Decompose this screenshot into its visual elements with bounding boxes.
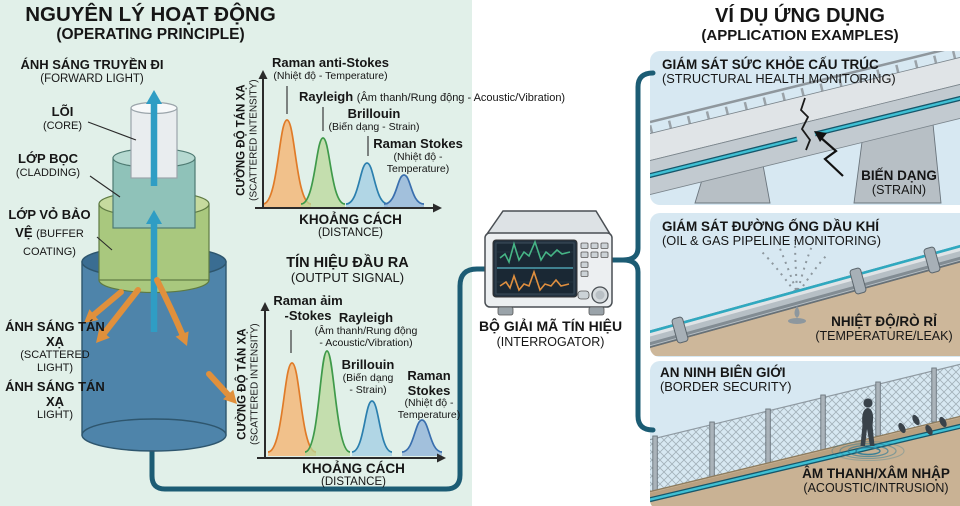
- forward-light-arrow: [146, 90, 162, 332]
- output-raman-stokes-label: Raman Stokes (Nhiệt độ - Temperature): [397, 368, 461, 422]
- intruder-silhouette: [860, 398, 875, 446]
- pipeline-monitoring-title: GIÁM SÁT ĐƯỜNG ỐNG DẦU KHÍ (OIL & GAS PI…: [662, 219, 882, 249]
- output-signal-title: TÍN HIỆU ĐẦU RA (OUTPUT SIGNAL): [286, 255, 409, 286]
- core-label: LÕI (CORE): [42, 104, 83, 132]
- forward-light-label: ÁNH SÁNG TRUYỀN ĐI (FORWARD LIGHT): [20, 57, 164, 85]
- applications-title: VÍ DỤ ỨNG DỤNG (APPLICATION EXAMPLES): [701, 5, 899, 44]
- backscatter-y-axis-label: CƯỜNG ĐỘ TÁN XẠ (SCATTERED INTENSITY): [235, 79, 260, 201]
- output-rayleigh-label: Rayleigh (Âm thanh/Rung động - Acoustic/…: [314, 310, 418, 349]
- raman-stokes-label: Raman Stokes (Nhiệt độ - Temperature): [373, 136, 463, 175]
- device-knob-center: [595, 290, 605, 300]
- pipeline-illustration: [650, 239, 960, 356]
- scattered-light-arrows: [84, 277, 237, 404]
- scattered-light-label-1: ÁNH SÁNG TÁN XẠ (SCATTERED LIGHT): [5, 319, 105, 374]
- device-buttons: [577, 242, 609, 300]
- border-security-title: AN NINH BIÊN GIỚI (BORDER SECURITY): [660, 365, 792, 395]
- raman-anti-stokes-label: Raman anti-Stokes (Nhiệt độ - Temperatur…: [271, 55, 390, 82]
- brillouin-label: Brillouin (Biến dạng - Strain): [328, 106, 420, 133]
- pipe-collars: [671, 246, 941, 344]
- screen-waveforms: [497, 239, 573, 292]
- acoustic-intrusion-tag: ÂM THANH/XÂM NHẬP (ACOUSTIC/INTRUSION): [802, 466, 950, 496]
- backscatter-x-axis-label: KHOẢNG CÁCH (DISTANCE): [299, 212, 402, 240]
- output-raman-anti-label: Raman ảim -Stokes: [273, 293, 343, 323]
- output-brillouin-label: Brillouin (Biến dạng - Strain): [341, 357, 395, 396]
- bridge-illustration: [650, 51, 960, 204]
- footprints: [898, 414, 947, 436]
- rayleigh-label: Rayleigh (Âm thanh/Rung động - Acoustic/…: [299, 89, 566, 104]
- layer-pointer-lines: [87, 121, 137, 251]
- temperature-leak-tag: NHIỆT ĐỘ/RÒ RỈ (TEMPERATURE/LEAK): [815, 314, 953, 344]
- strain-arrow: [814, 131, 844, 177]
- operating-principle-panel: [0, 0, 472, 506]
- border-security-illustration: [650, 361, 960, 506]
- output-signal-chart: [257, 302, 446, 463]
- scattered-light-label-2: ÁNH SÁNG TÁN XẠ LIGHT): [5, 379, 105, 422]
- strain-tag: BIẾN DẠNG (STRAIN): [861, 168, 937, 198]
- backscatter-chart: [255, 70, 442, 213]
- cladding-label: LỚP BỌC (CLADDING): [15, 151, 81, 179]
- interrogator-device: [484, 210, 613, 316]
- ripples: [831, 440, 905, 462]
- leak-spray: [761, 239, 827, 293]
- output-x-axis-label: KHOẢNG CÁCH (DISTANCE): [302, 461, 405, 489]
- buffer-coating-label: LỚP VỎ BẢO VỆ (BUFFER COATING): [8, 207, 91, 259]
- structural-monitoring-title: GIÁM SÁT SỨC KHỎE CẤU TRÚC (STRUCTURAL H…: [662, 57, 896, 87]
- output-y-axis-label: CƯỜNG ĐỘ TÁN XẠ (SCATTERED INTENSITY): [236, 323, 261, 445]
- interrogator-label: BỘ GIẢI MÃ TÍN HIỆU (INTERROGATOR): [478, 318, 623, 349]
- crack: [799, 97, 812, 151]
- leak-puddle: [788, 306, 806, 324]
- principle-title: NGUYÊN LÝ HOẠT ĐỘNG (OPERATING PRINCIPLE…: [25, 3, 276, 44]
